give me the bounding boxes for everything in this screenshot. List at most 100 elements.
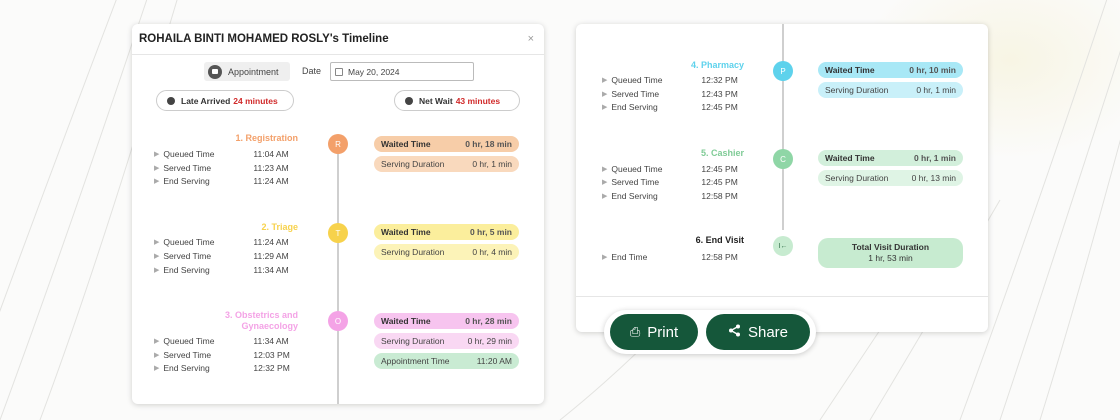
- late-arrived-badge: Late Arrived 24 minutes: [156, 90, 294, 111]
- tag-label: Serving Duration: [381, 247, 445, 257]
- triangle-right-icon: ▶: [154, 338, 160, 345]
- appointment-button[interactable]: Appointment: [204, 62, 290, 81]
- step-title-line: 3. Obstetrics and: [224, 310, 298, 320]
- tag-value: 11:20 AM: [476, 356, 512, 366]
- triangle-right-icon: ▶: [154, 178, 160, 185]
- row-label: End Serving: [163, 176, 210, 186]
- row-value: 11:23 AM: [253, 163, 289, 173]
- row-value: 12:45 PM: [701, 102, 738, 112]
- triangle-right-icon: ▶: [602, 254, 608, 261]
- row-queued-time: ▶Queued Time 12:32 PM: [602, 74, 761, 86]
- tag-value: 0 hr, 13 min: [911, 173, 956, 183]
- row-queued-time: ▶Queued Time 11:34 AM: [154, 335, 313, 347]
- share-button[interactable]: Share: [706, 314, 810, 350]
- clock-icon: [167, 96, 175, 105]
- exit-icon: I←: [773, 236, 793, 256]
- step-node-cashier: C: [773, 149, 793, 169]
- step-title-registration: 1. Registration: [235, 133, 298, 143]
- waited-time-tag: Waited Time 0 hr, 1 min: [818, 150, 963, 166]
- total-visit-duration-value: 1 hr, 53 min: [868, 253, 913, 263]
- row-label: Served Time: [611, 89, 660, 99]
- triangle-right-icon: ▶: [602, 104, 608, 111]
- timeline-card-left: ROHAILA BINTI MOHAMED ROSLY's Timeline ×…: [132, 24, 544, 404]
- tag-label: Waited Time: [825, 153, 875, 163]
- share-label: Share: [747, 323, 789, 341]
- appointment-time-tag: Appointment Time 11:20 AM: [374, 353, 519, 369]
- total-visit-duration-box: Total Visit Duration 1 hr, 53 min: [818, 238, 963, 268]
- step-title-obstetrics: 3. Obstetrics and Gynaecology: [172, 310, 298, 332]
- row-value: 12:32 PM: [253, 363, 290, 373]
- row-label: End Serving: [163, 265, 210, 275]
- row-end-serving: ▶End Serving 11:34 AM: [154, 264, 313, 276]
- row-label: Queued Time: [611, 75, 663, 85]
- action-bar: ⎙ Print Share: [604, 310, 816, 354]
- row-label: Queued Time: [163, 336, 215, 346]
- close-icon[interactable]: ×: [527, 33, 534, 45]
- tag-value: 0 hr, 1 min: [472, 159, 512, 169]
- step-node-pharmacy: P: [773, 61, 793, 81]
- triangle-right-icon: ▶: [602, 193, 608, 200]
- triangle-right-icon: ▶: [154, 165, 160, 172]
- triangle-right-icon: ▶: [602, 179, 608, 186]
- row-value: 11:04 AM: [253, 149, 289, 159]
- row-value: 12:45 PM: [701, 177, 738, 187]
- row-value: 12:32 PM: [701, 75, 738, 85]
- print-button[interactable]: ⎙ Print: [610, 314, 698, 350]
- row-label: Served Time: [163, 251, 212, 261]
- row-label: Queued Time: [163, 149, 215, 159]
- step-title-end-visit: 6. End Visit: [695, 235, 744, 245]
- row-label: Served Time: [163, 350, 212, 360]
- row-value: 12:03 PM: [253, 350, 290, 360]
- title-divider: [132, 54, 544, 55]
- row-served-time: ▶Served Time 11:23 AM: [154, 162, 313, 174]
- triangle-right-icon: ▶: [602, 77, 608, 84]
- net-wait-label: Net Wait: [419, 95, 453, 106]
- step-title-cashier: 5. Cashier: [700, 148, 744, 158]
- step-title-triage: 2. Triage: [261, 222, 298, 232]
- row-value: 12:58 PM: [701, 252, 738, 262]
- tag-value: 0 hr, 5 min: [469, 227, 512, 237]
- row-label: End Time: [611, 252, 648, 262]
- tag-value: 0 hr, 1 min: [913, 153, 956, 163]
- row-end-serving: ▶End Serving 12:32 PM: [154, 362, 313, 374]
- row-label: End Serving: [611, 191, 658, 201]
- tag-label: Appointment Time: [381, 356, 450, 366]
- printer-icon: ⎙: [629, 324, 641, 339]
- date-field[interactable]: May 20, 2024: [330, 62, 474, 81]
- row-label: Served Time: [163, 163, 212, 173]
- triangle-right-icon: ▶: [602, 166, 608, 173]
- triangle-right-icon: ▶: [154, 365, 160, 372]
- date-label: Date: [302, 66, 322, 76]
- step-title-line: Gynaecology: [241, 321, 298, 331]
- footer-divider: [576, 296, 988, 297]
- row-label: End Serving: [163, 363, 210, 373]
- triangle-right-icon: ▶: [154, 267, 160, 274]
- tag-value: 0 hr, 10 min: [909, 65, 956, 75]
- step-node-triage: T: [328, 223, 348, 243]
- clock-icon: [405, 96, 413, 105]
- tag-label: Serving Duration: [825, 173, 889, 183]
- row-value: 11:34 AM: [253, 265, 289, 275]
- share-icon: [728, 324, 741, 340]
- tag-value: 0 hr, 4 min: [472, 247, 512, 257]
- row-label: Served Time: [611, 177, 660, 187]
- tag-label: Serving Duration: [825, 85, 889, 95]
- row-value: 11:34 AM: [253, 336, 289, 346]
- step-node-obstetrics: O: [328, 311, 348, 331]
- calendar-icon: [208, 64, 222, 79]
- tag-label: Waited Time: [825, 65, 875, 75]
- date-value: May 20, 2024: [348, 66, 400, 77]
